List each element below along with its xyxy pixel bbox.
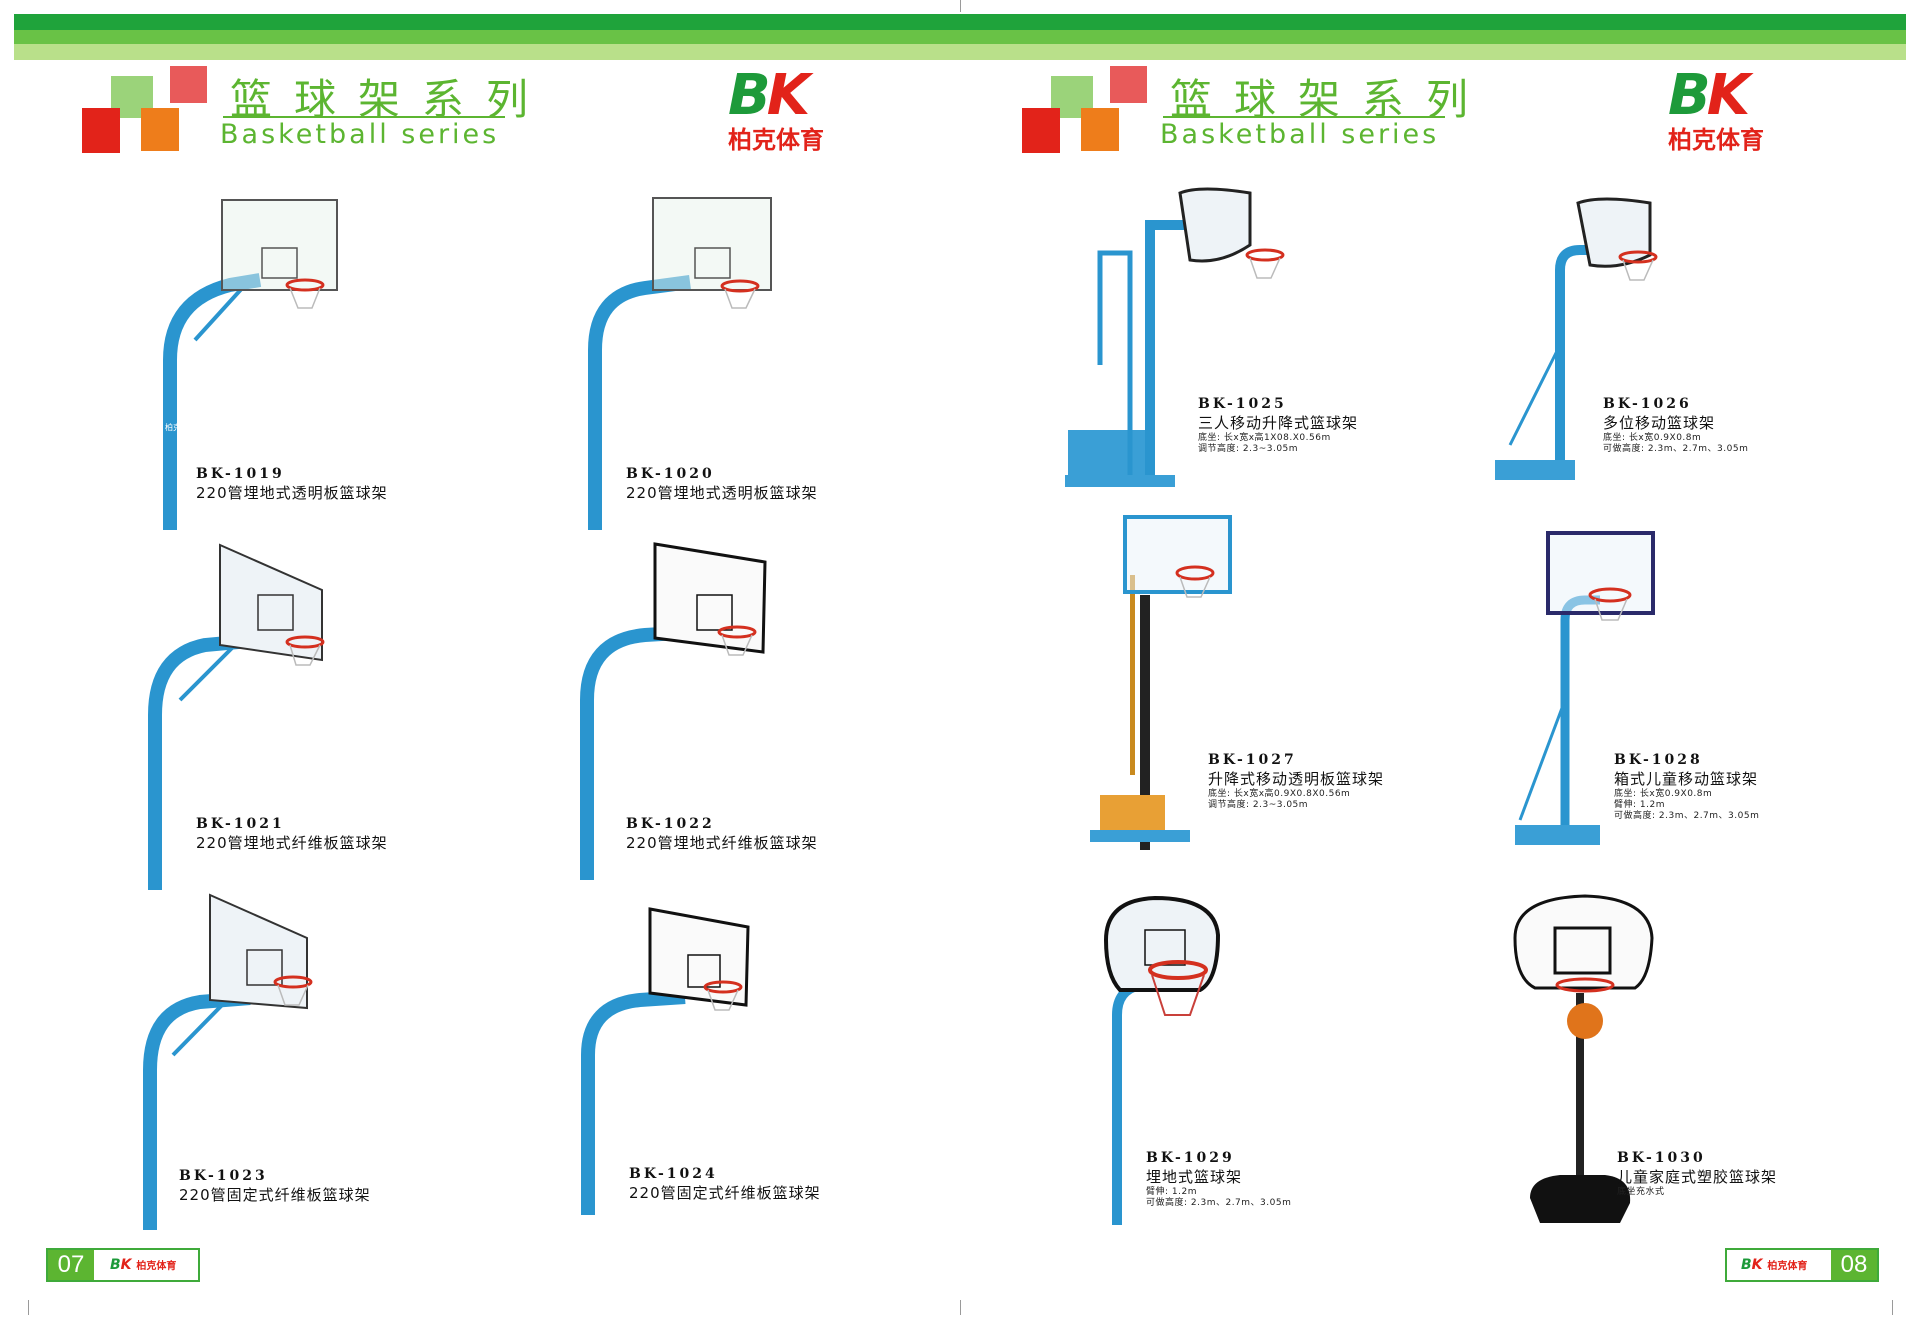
product-bk1021: BK-1021 220管埋地式纤维板篮球架 [196, 816, 388, 852]
hoop-image-bk1026 [1495, 197, 1658, 480]
product-code: BK-1019 [196, 466, 285, 482]
hoop-image-bk1020 [588, 197, 772, 530]
page-number-left: 07 [48, 1250, 94, 1280]
footer-logo-right: BK 柏克体育 [1741, 1257, 1808, 1273]
product-bk1020: BK-1020 220管埋地式透明板篮球架 [626, 466, 818, 502]
hoop-image-bk1027 [1090, 515, 1232, 850]
hoop-image-bk1022 [580, 542, 767, 880]
brand-logo-left: BK 柏克体育 [728, 68, 858, 155]
product-bk1028: BK-1028 箱式儿童移动篮球架 底坐: 长x宽0.9X0.8m 臂伸: 1.… [1614, 752, 1760, 821]
footer-left: 07 BK 柏克体育 [46, 1248, 200, 1282]
header-band-dark [14, 14, 1906, 30]
product-bk1022: BK-1022 220管埋地式纤维板篮球架 [626, 816, 818, 852]
page-title-cn-left: 篮球架系列 [230, 75, 551, 124]
product-bk1029: BK-1029 埋地式篮球架 臂伸: 1.2m 可做高度: 2.3m、2.7m、… [1146, 1150, 1292, 1208]
hoop-image-bk1019: 柏克体育 [163, 199, 338, 530]
title-underline-left [223, 116, 505, 118]
product-name: 220管埋地式透明板篮球架 [196, 484, 388, 502]
svg-text:柏克体育: 柏克体育 [165, 422, 197, 432]
footer-logo-left: BK 柏克体育 [110, 1257, 177, 1273]
product-bk1025: BK-1025 三人移动升降式篮球架 底坐: 长x宽x高1X08.X0.56m … [1198, 396, 1359, 454]
page-number-right: 08 [1831, 1250, 1877, 1280]
hoop-image-bk1025 [1065, 187, 1285, 487]
brand-name: 柏克体育 [728, 126, 824, 154]
header-band-light [14, 44, 1906, 60]
hoop-image-bk1024 [581, 907, 750, 1215]
page-title-en-right: Basketball series [1160, 119, 1440, 150]
hoop-image-bk1029 [1103, 895, 1221, 1225]
page-title-en-left: Basketball series [220, 119, 500, 150]
product-bk1019: BK-1019 220管埋地式透明板篮球架 [196, 466, 388, 503]
hoop-image-bk1023 [143, 893, 313, 1230]
hoop-image-bk1021 [148, 543, 325, 890]
header-band-mid [14, 30, 1906, 44]
crop-mark [960, 0, 961, 12]
product-bk1026: BK-1026 多位移动篮球架 底坐: 长x宽0.9X0.8m 可做高度: 2.… [1603, 396, 1749, 454]
product-bk1023: BK-1023 220管固定式纤维板篮球架 [179, 1168, 371, 1204]
title-underline-right [1163, 116, 1445, 118]
crop-mark [1892, 1300, 1893, 1315]
product-bk1024: BK-1024 220管固定式纤维板篮球架 [629, 1166, 821, 1202]
product-bk1027: BK-1027 升降式移动透明板篮球架 底坐: 长x宽x高0.9X0.8X0.5… [1208, 752, 1385, 810]
crop-mark [960, 1300, 961, 1315]
hoop-image-bk1030 [1513, 894, 1654, 1223]
brand-logo-right: BK 柏克体育 [1668, 63, 1764, 155]
crop-mark [28, 1300, 29, 1315]
footer-right: BK 柏克体育 08 [1725, 1248, 1879, 1282]
page-title-cn-right: 篮球架系列 [1170, 75, 1491, 124]
hoop-image-bk1028 [1515, 531, 1655, 845]
product-bk1030: BK-1030 儿童家庭式塑胶篮球架 底坐充水式 [1617, 1150, 1778, 1197]
